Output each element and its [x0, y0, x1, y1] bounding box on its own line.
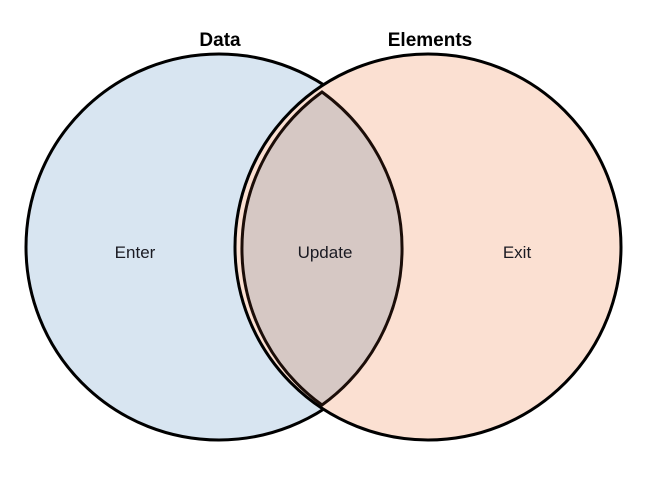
venn-label-update: Update [298, 243, 353, 262]
venn-title-data: Data [199, 30, 241, 51]
venn-title-elements: Elements [388, 30, 472, 51]
venn-label-exit: Exit [503, 243, 532, 262]
venn-intersection-region[interactable] [240, 90, 404, 407]
venn-label-enter: Enter [115, 243, 156, 262]
